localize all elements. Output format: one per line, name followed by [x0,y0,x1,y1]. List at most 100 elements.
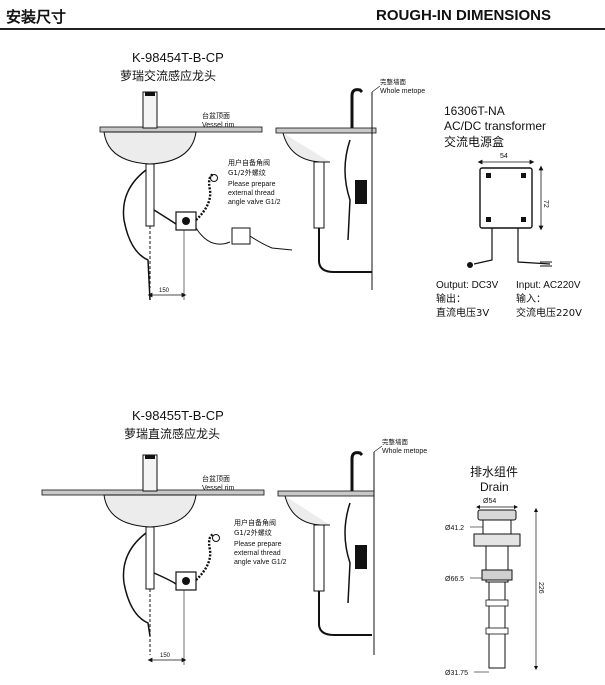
drain-dim-a: Ø41.2 [445,525,464,532]
transformer-output-plug [467,262,473,268]
bottom-model-label: K-98455T-B-CP [132,408,224,423]
top-braided-hose [195,172,215,221]
drain-name-en: Drain [480,480,509,494]
transformer-width: 54 [500,153,508,160]
drain-cap [477,509,517,521]
bottom-side-rim [277,490,375,497]
transformer-output-en: Output: DC3V [436,280,499,291]
top-note-3: angle valve G1/2 [228,199,281,206]
bottom-note-2: external thread [234,550,281,557]
top-side-basin [282,132,330,163]
top-wall-cn: 完整墙面 [380,77,407,86]
top-power-cable [249,235,293,251]
bottom-wall-en: Whole metope [382,448,427,455]
drain-section: 排水组件 Drain Ø54 Ø41.2 Ø66.5 Ø31.75 226 [445,465,544,677]
bottom-faucet-shank [145,526,155,590]
top-small-transformer [231,227,251,245]
top-hose-left [122,169,151,301]
bottom-wall-cn: 完整墙面 [382,437,409,446]
top-side-rim [275,127,377,134]
transformer-screw-br [521,217,526,222]
drain-tailpiece [488,581,506,669]
top-control-box-sensor [182,217,190,225]
bottom-basin [103,494,197,528]
bottom-side-box [355,545,367,569]
bottom-vessel-rim-en: Vessel rim [202,485,234,492]
bottom-faucet-body [142,454,158,492]
top-side-hose [344,139,351,241]
bottom-hose-left [122,532,151,637]
transformer-output-cable [473,228,493,265]
top-product-name-cn: 萝瑞交流感应龙头 [120,68,216,83]
top-cable [195,227,231,245]
drain-ring-2 [485,627,509,635]
bottom-side-basin [284,495,330,526]
transformer-section: 16306T-NA AC/DC transformer 交流电源盒 54 72 … [436,104,582,319]
page-header: 安装尺寸 ROUGH-IN DIMENSIONS [0,0,605,30]
top-hose-right [153,209,177,225]
top-wall-en: Whole metope [380,88,425,95]
top-faucet-section: K-98454T-B-CP 萝瑞交流感应龙头 150 台盆顶面 Vessel r… [99,50,425,301]
drain-ring-1 [485,599,509,607]
drain-flange [473,533,521,547]
bottom-side-hose [344,502,351,604]
bottom-control-box-sensor [182,577,190,585]
top-thread-cn: G1/2外螺纹 [228,168,266,177]
bottom-wall-leader [373,445,383,453]
drain-nut [481,569,513,581]
bottom-hose-right [153,572,177,585]
header-rule [0,28,605,30]
transformer-box [479,167,533,229]
top-basin [103,131,197,165]
transformer-screw-bl [486,217,491,222]
top-side-trap [318,228,372,273]
top-side-box [355,180,367,204]
drain-name-cn: 排水组件 [470,465,518,479]
bottom-note-1: Please prepare [234,541,282,548]
top-user-valve-cn: 用户自备角阀 [228,158,270,167]
transformer-screw-tr [521,173,526,178]
top-vessel-rim-en: Vessel rim [202,122,234,129]
header-title-cn: 安装尺寸 [6,8,67,26]
header-title-en: ROUGH-IN DIMENSIONS [375,7,551,24]
bottom-vessel-rim-cn: 台盆顶面 [202,474,230,483]
drain-neck [482,519,512,535]
bottom-dim-150: 150 [160,653,171,659]
bottom-angle-valve-icon [212,534,220,542]
drain-dim-top: Ø54 [483,498,496,505]
drain-dim-bottom: Ø31.75 [445,670,468,677]
bottom-product-name-cn: 萝瑞直流感应龙头 [124,426,220,441]
transformer-output-cn-1: 输出： [436,292,466,305]
bottom-side-trap [318,591,372,636]
top-note-1: Please prepare [228,181,276,188]
transformer-input-cn-2: 交流电压220V [516,306,582,319]
top-note-2: external thread [228,190,275,197]
drain-height: 226 [537,582,544,594]
top-wall-leader [371,85,381,93]
bottom-user-valve-cn: 用户自备角阀 [234,518,276,527]
top-model-label: K-98454T-B-CP [132,50,224,65]
bottom-braided-hose [195,532,215,581]
bottom-faucet-spout [145,455,155,459]
top-faucet-body [142,91,158,129]
transformer-name-en: AC/DC transformer [444,119,546,133]
top-side-drain [313,161,325,229]
transformer-input-en: Input: AC220V [516,280,581,291]
bottom-side-faucet [350,451,364,491]
top-faucet-shank [145,163,155,227]
transformer-input-cable [517,228,551,265]
bottom-faucet-section: K-98455T-B-CP 萝瑞直流感应龙头 150 台盆顶面 Vessel r… [41,408,427,665]
drain-dim-b: Ø66.5 [445,576,464,583]
transformer-input-cn-1: 输入： [516,292,546,305]
bottom-note-3: angle valve G1/2 [234,559,287,566]
bottom-side-drain [313,524,325,592]
top-dim-150: 150 [159,288,170,294]
transformer-screw-tl [486,173,491,178]
top-side-faucet [350,88,364,128]
top-faucet-spout [145,92,155,96]
top-angle-valve-icon [210,174,218,182]
top-vessel-rim [99,126,263,133]
transformer-output-cn-2: 直流电压3V [436,306,489,319]
top-vessel-rim-cn: 台盆顶面 [202,111,230,120]
